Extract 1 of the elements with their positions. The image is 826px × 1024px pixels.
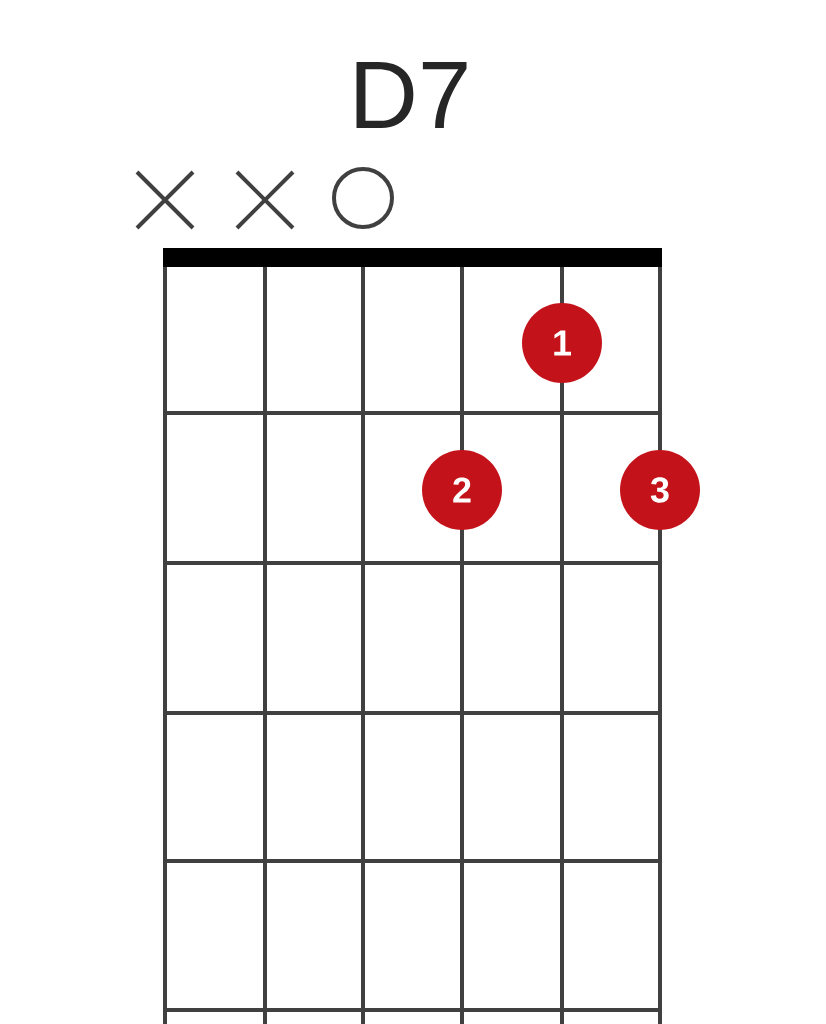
chord-title: D7: [356, 61, 467, 128]
